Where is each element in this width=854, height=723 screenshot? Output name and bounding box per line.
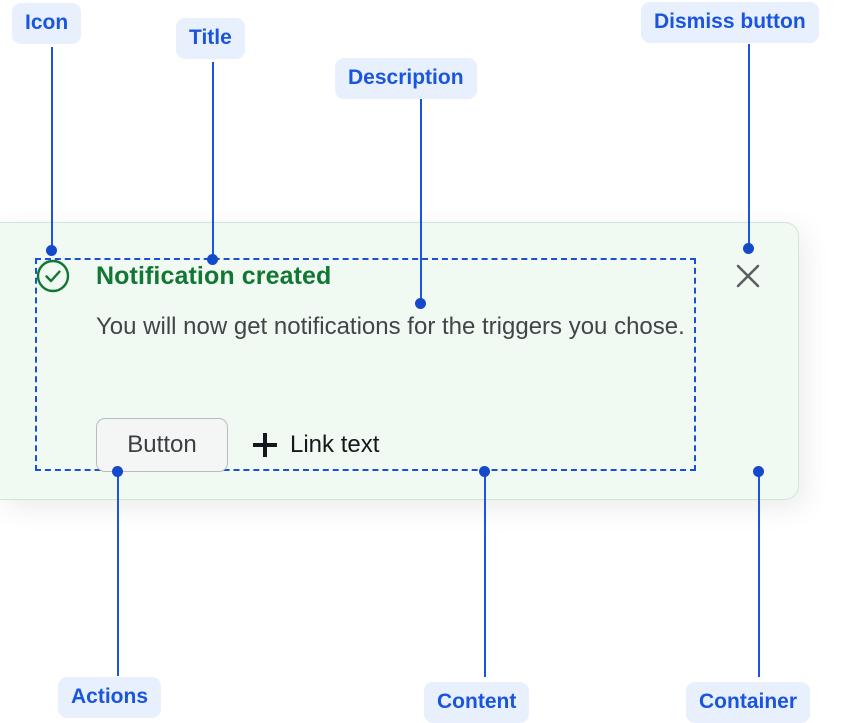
annotation-chip-content: Content [424, 682, 530, 723]
notification-actions: Button Link text [96, 418, 379, 472]
annotation-chip-icon: Icon [12, 3, 82, 44]
check-circle-icon [36, 259, 70, 293]
connector-dot-description [415, 298, 426, 309]
connector-dot-container [753, 466, 764, 477]
plus-icon [253, 433, 277, 457]
connector-dot-title [207, 254, 218, 265]
connector-container [758, 470, 760, 677]
annotation-chip-description: Description [335, 58, 477, 99]
annotation-chip-container: Container [686, 682, 811, 723]
annotation-chip-dismiss-button: Dismiss button [641, 2, 819, 43]
notification-description: You will now get notifications for the t… [96, 313, 685, 340]
link-text-label: Link text [290, 431, 380, 458]
notification-title: Notification created [96, 262, 332, 290]
annotation-chip-actions: Actions [58, 677, 162, 718]
action-button[interactable]: Button [96, 418, 228, 472]
connector-dot-icon [46, 245, 57, 256]
connector-icon [51, 47, 53, 250]
connector-dot-actions [112, 466, 123, 477]
annotation-chip-title: Title [176, 18, 245, 59]
dismiss-button[interactable] [730, 258, 766, 294]
connector-actions [117, 470, 119, 676]
connector-dot-content [479, 466, 490, 477]
connector-dismiss-button [748, 44, 750, 248]
add-link-action[interactable]: Link text [253, 433, 379, 457]
connector-title [212, 62, 214, 259]
close-icon [730, 264, 766, 297]
connector-dot-dismiss-button [743, 243, 754, 254]
connector-content [484, 470, 486, 677]
connector-description [420, 99, 422, 303]
